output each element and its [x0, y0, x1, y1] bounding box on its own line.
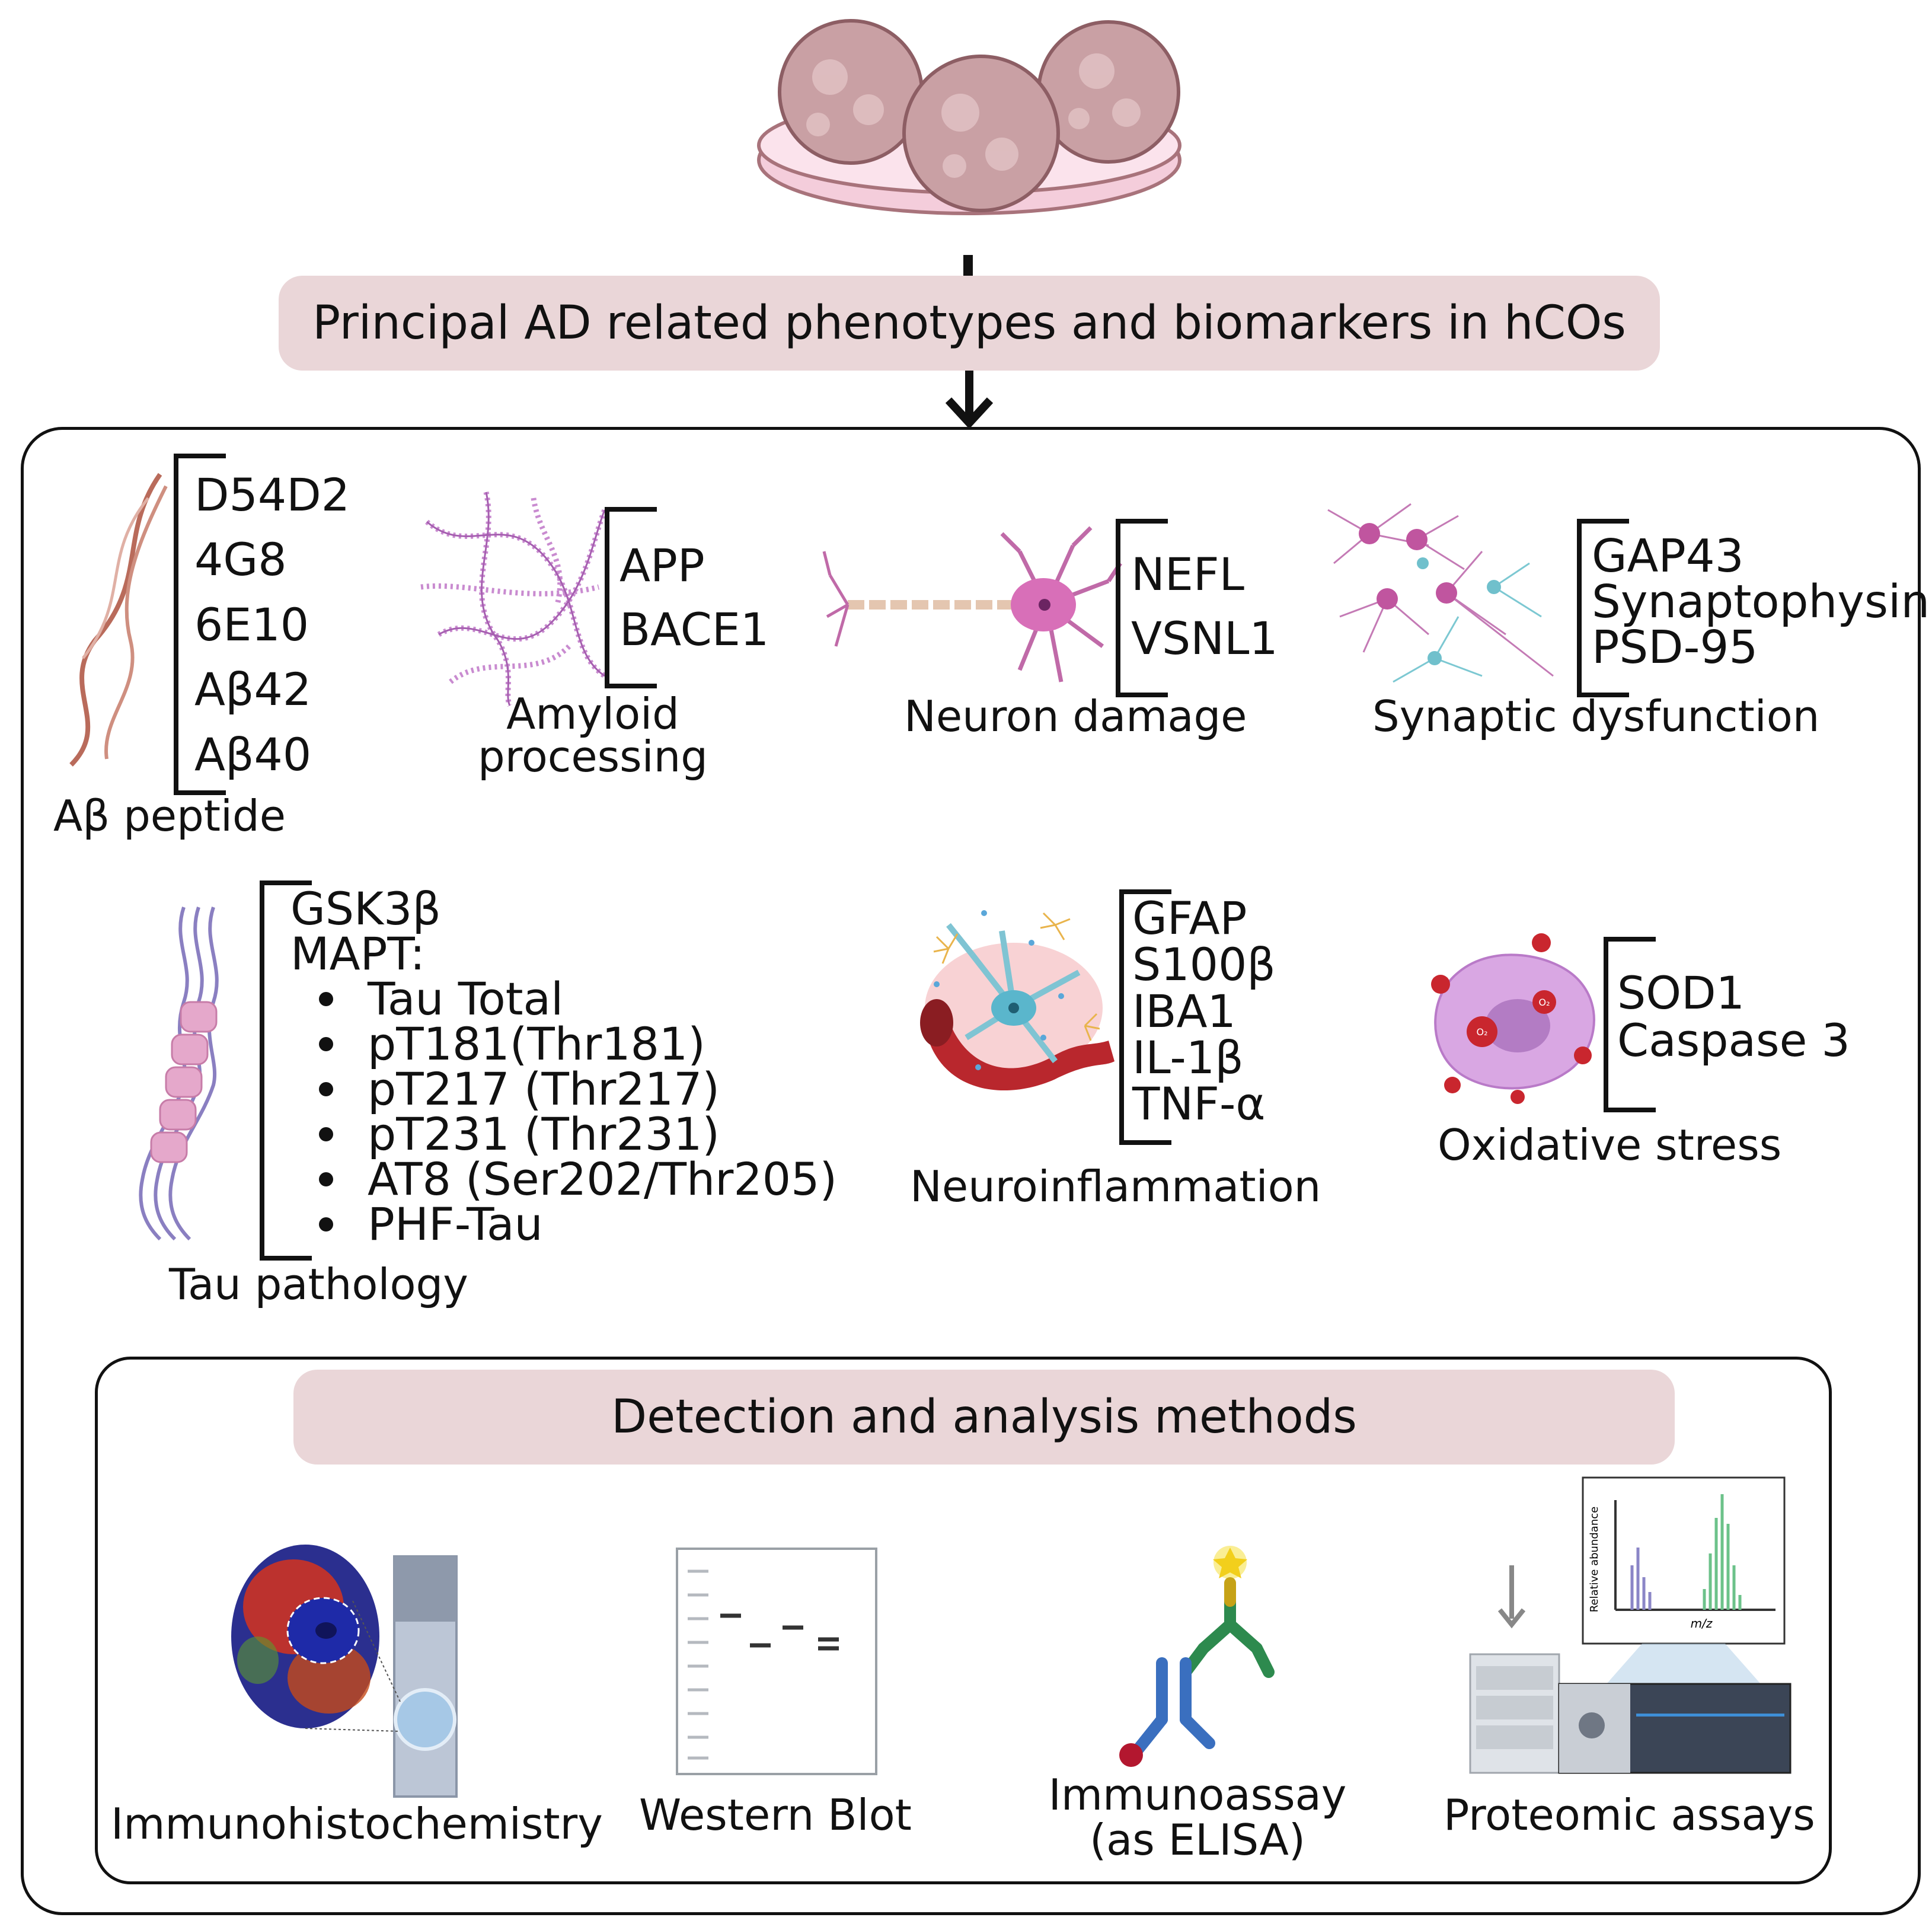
neuron-illustration — [822, 526, 1122, 682]
o2-label: O₂ — [1476, 1026, 1487, 1038]
proteomic-label: Proteomic assays — [1444, 1790, 1815, 1840]
neuroinflammation-marker: IBA1 — [1132, 984, 1236, 1038]
synapse-network-illustration — [1327, 503, 1554, 683]
down-arrow-icon — [945, 371, 994, 429]
synaptic-marker: Synaptophysin — [1592, 576, 1930, 628]
tau-markers: GSK3β MAPT: Tau Total pT181(Thr181) pT21… — [290, 886, 837, 1247]
amyloid-label: Amyloid processing — [474, 693, 711, 778]
tau-bullet: pT217 (Thr217) — [290, 1067, 837, 1112]
ms-ylabel: Relative abundance — [1588, 1507, 1601, 1612]
neuroinflammation-marker: S100β — [1132, 938, 1276, 991]
amyloid-marker: BACE1 — [619, 602, 769, 656]
tau-bullet: AT8 (Ser202/Thr205) — [290, 1157, 837, 1202]
neuron-markers: NEFL VSNL1 — [1131, 543, 1278, 671]
neuroinflammation-markers: GFAP S100β IBA1 IL-1β TNF-α — [1132, 895, 1276, 1127]
neuron-label: Neuron damage — [904, 691, 1247, 741]
ms-xlabel: m/z — [1691, 1616, 1713, 1631]
amyloid-label-line2: processing — [477, 732, 708, 781]
synaptic-bracket — [1577, 519, 1629, 697]
o2-label: O₂ — [1538, 997, 1550, 1008]
tau-marker: MAPT: — [290, 927, 426, 980]
amyloid-markers: APP BACE1 — [619, 534, 769, 662]
oxidative-label: Oxidative stress — [1438, 1120, 1782, 1170]
methods-banner: Detection and analysis methods — [293, 1370, 1675, 1465]
neuron-bracket — [1116, 519, 1168, 697]
oxidative-markers: SOD1 Caspase 3 — [1617, 969, 1850, 1064]
phenotypes-panel — [21, 427, 1921, 1915]
neuroinflammation-marker: IL-1β — [1132, 1031, 1244, 1084]
amyloid-bracket — [605, 507, 657, 688]
neuroinflammation-bracket — [1119, 889, 1171, 1145]
neuroinflammation-marker: GFAP — [1132, 892, 1247, 945]
tau-bullet: pT231 (Thr231) — [290, 1112, 837, 1157]
abeta-fibril-illustration — [69, 473, 168, 767]
oxidative-cell-illustration: O₂ O₂ — [1431, 933, 1595, 1104]
tau-label: Tau pathology — [169, 1259, 468, 1309]
abeta-marker: D54D2 — [194, 468, 350, 521]
tau-bullet: pT181(Thr181) — [290, 1022, 837, 1067]
tau-bullet: PHF-Tau — [290, 1202, 837, 1247]
abeta-marker: 4G8 — [194, 533, 287, 586]
oxidative-bracket — [1604, 937, 1656, 1112]
elisa-label-line1: Immunoassay — [1048, 1770, 1347, 1820]
mass-spectrometer-illustration: Relative abundance m/z — [1469, 1476, 1792, 1774]
synaptic-markers: GAP43 Synaptophysin PSD-95 — [1592, 534, 1930, 671]
page-title: Principal AD related phenotypes and biom… — [312, 296, 1626, 350]
neuron-marker: VSNL1 — [1131, 611, 1278, 665]
oxidative-marker: Caspase 3 — [1617, 1013, 1850, 1067]
synaptic-label: Synaptic dysfunction — [1372, 691, 1820, 741]
abeta-label: Aβ peptide — [53, 791, 286, 841]
tau-tangle-illustration — [139, 907, 219, 1241]
ihc-label: Immunohistochemistry — [111, 1799, 603, 1849]
tau-marker: GSK3β — [290, 882, 441, 935]
title-banner: Principal AD related phenotypes and biom… — [279, 276, 1660, 371]
elisa-label: Immunoassay (as ELISA) — [1014, 1770, 1381, 1865]
methods-panel — [95, 1357, 1832, 1884]
tau-bullet: Tau Total — [290, 977, 837, 1022]
tau-bracket — [260, 880, 312, 1261]
organoid-dish-illustration — [757, 19, 1181, 215]
abeta-marker: 6E10 — [194, 598, 309, 651]
western-blot-illustration — [676, 1548, 877, 1775]
abeta-marker: Aβ42 — [194, 663, 312, 716]
synaptic-marker: GAP43 — [1592, 530, 1744, 583]
methods-title: Detection and analysis methods — [611, 1390, 1357, 1444]
connector-line-top — [963, 255, 973, 276]
abeta-bracket — [174, 454, 226, 795]
abeta-marker: Aβ40 — [194, 728, 312, 781]
neuroinflammation-illustration — [920, 910, 1115, 1091]
amyloid-marker: APP — [619, 539, 705, 592]
western-blot-label: Western Blot — [639, 1790, 912, 1840]
elisa-antibody-illustration — [1119, 1546, 1275, 1767]
neuroinflammation-label: Neuroinflammation — [910, 1162, 1321, 1211]
elisa-label-line2: (as ELISA) — [1090, 1814, 1305, 1865]
amyloid-label-line1: Amyloid — [506, 689, 679, 739]
synaptic-marker: PSD-95 — [1592, 621, 1758, 674]
neuroinflammation-marker: TNF-α — [1132, 1077, 1266, 1131]
amyloid-network-illustration — [420, 492, 608, 707]
abeta-markers: D54D2 4G8 6E10 Aβ42 Aβ40 — [194, 462, 350, 787]
neuron-marker: NEFL — [1131, 548, 1244, 601]
oxidative-marker: SOD1 — [1617, 966, 1745, 1019]
ihc-illustration — [231, 1545, 458, 1798]
